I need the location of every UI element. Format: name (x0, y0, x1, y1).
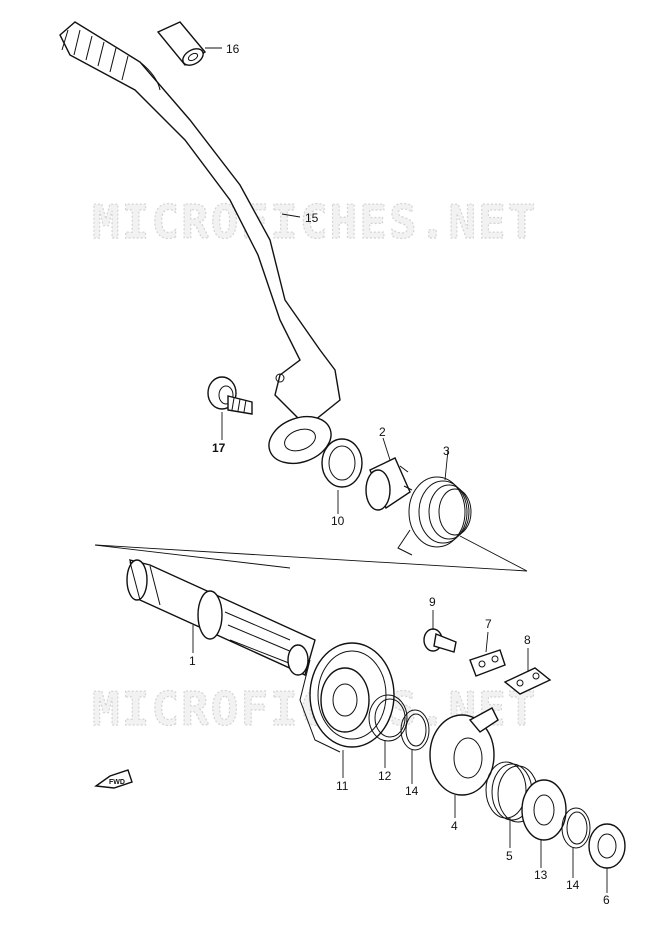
callout-9: 9 (429, 595, 436, 609)
fwd-label: FWD (109, 779, 125, 786)
callout-labels: 16 15 17 2 3 10 9 7 8 1 11 12 14 4 5 13 … (189, 42, 610, 907)
part-2-collar (365, 457, 413, 511)
callout-3: 3 (443, 444, 450, 458)
part-17-bolt (207, 376, 253, 415)
part-8-plate (503, 667, 552, 695)
part-11-gear (299, 642, 395, 753)
callout-5: 5 (506, 849, 513, 863)
part-10-bearing (321, 438, 363, 488)
callout-7: 7 (485, 617, 492, 631)
callout-14-lower: 14 (566, 878, 580, 892)
callout-2: 2 (379, 425, 386, 439)
callout-14-upper: 14 (405, 784, 419, 798)
part-6-washer (588, 823, 626, 869)
part-14-circlip-upper (400, 709, 430, 751)
callout-11: 11 (336, 779, 349, 793)
callout-15: 15 (305, 211, 319, 225)
assembly-axis (94, 535, 528, 572)
callout-12: 12 (378, 769, 392, 783)
part-14-circlip-lower (561, 807, 591, 849)
part-3-spring (397, 476, 472, 556)
part-7-plate (469, 649, 506, 677)
part-15-kick-lever (59, 21, 341, 465)
part-1-shaft (126, 559, 316, 676)
callout-13: 13 (534, 868, 548, 882)
fwd-arrow-icon: FWD (94, 769, 133, 789)
callout-17: 17 (212, 441, 226, 455)
callout-10: 10 (331, 514, 345, 528)
callout-16: 16 (226, 42, 240, 56)
part-13-washer (521, 779, 567, 841)
watermark-top: MICROFICHES.NET (92, 195, 537, 249)
part-16-grip-cap (156, 21, 207, 66)
part-9-bolt (423, 628, 457, 653)
callout-6: 6 (603, 893, 610, 907)
part-12-clip (368, 694, 408, 742)
callout-8: 8 (524, 633, 531, 647)
callout-4: 4 (451, 819, 458, 833)
leader-lines (192, 47, 608, 893)
callout-1: 1 (189, 654, 196, 668)
part-4-ratchet (429, 707, 499, 796)
